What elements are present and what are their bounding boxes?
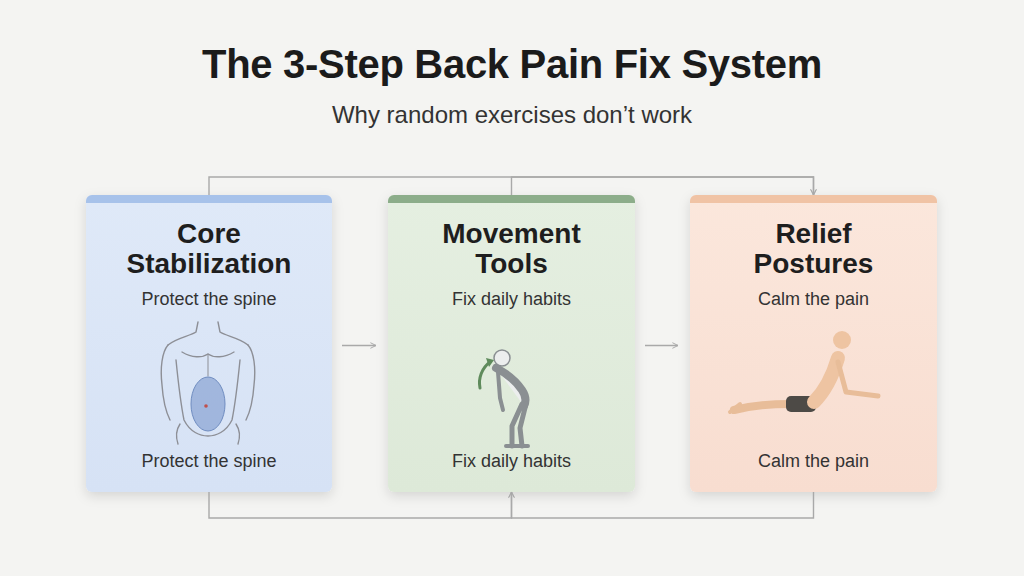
figure-head [494, 350, 510, 366]
torso-illustration [161, 322, 255, 444]
flow-connector [209, 492, 512, 518]
figure-feet [730, 404, 740, 412]
figure-legs [734, 404, 790, 410]
card-footer: Calm the pain [758, 451, 869, 472]
motion-arrow [479, 362, 490, 388]
color-bar [86, 195, 332, 203]
step-card: Movement ToolsFix daily habitsFix daily … [388, 195, 635, 492]
figure-head [833, 331, 851, 349]
color-bar [690, 195, 937, 203]
step-card: Relief PosturesCalm the painCalm the pai… [690, 195, 937, 492]
diagram-title: The 3-Step Back Pain Fix System [0, 42, 1024, 87]
flow-connector [209, 177, 814, 195]
flow-connector [512, 177, 814, 195]
card-fills [86, 195, 937, 492]
card-fill [86, 195, 332, 492]
card-heading: Core Stabilization [109, 219, 309, 279]
card-subtitle: Fix daily habits [452, 289, 571, 310]
step-card: Core StabilizationProtect the spineProte… [86, 195, 332, 492]
figure-feet [506, 444, 528, 448]
figure-legs [512, 404, 526, 446]
figure-arm [838, 362, 878, 396]
card-heading: Movement Tools [412, 219, 612, 279]
card-footer: Protect the spine [141, 451, 276, 472]
flow-connector [645, 345, 678, 346]
hip-hinge-figure [479, 350, 528, 446]
figure-arm [498, 372, 503, 410]
card-subtitle: Calm the pain [758, 289, 869, 310]
core-highlight [191, 377, 225, 431]
card-heading: Relief Postures [714, 219, 914, 279]
card-fill [388, 195, 635, 492]
flow-connector [342, 345, 376, 346]
flow-connector [512, 492, 814, 518]
subtitle: Why random exercises don’t work [0, 101, 1024, 129]
color-bar [388, 195, 635, 203]
navel-dot [204, 404, 208, 408]
motion-arrowhead [486, 358, 494, 367]
card-fill [690, 195, 937, 492]
card-footer: Fix daily habits [452, 451, 571, 472]
figure-torso [814, 358, 838, 402]
card-subtitle: Protect the spine [141, 289, 276, 310]
cobra-pose-figure [730, 331, 878, 412]
